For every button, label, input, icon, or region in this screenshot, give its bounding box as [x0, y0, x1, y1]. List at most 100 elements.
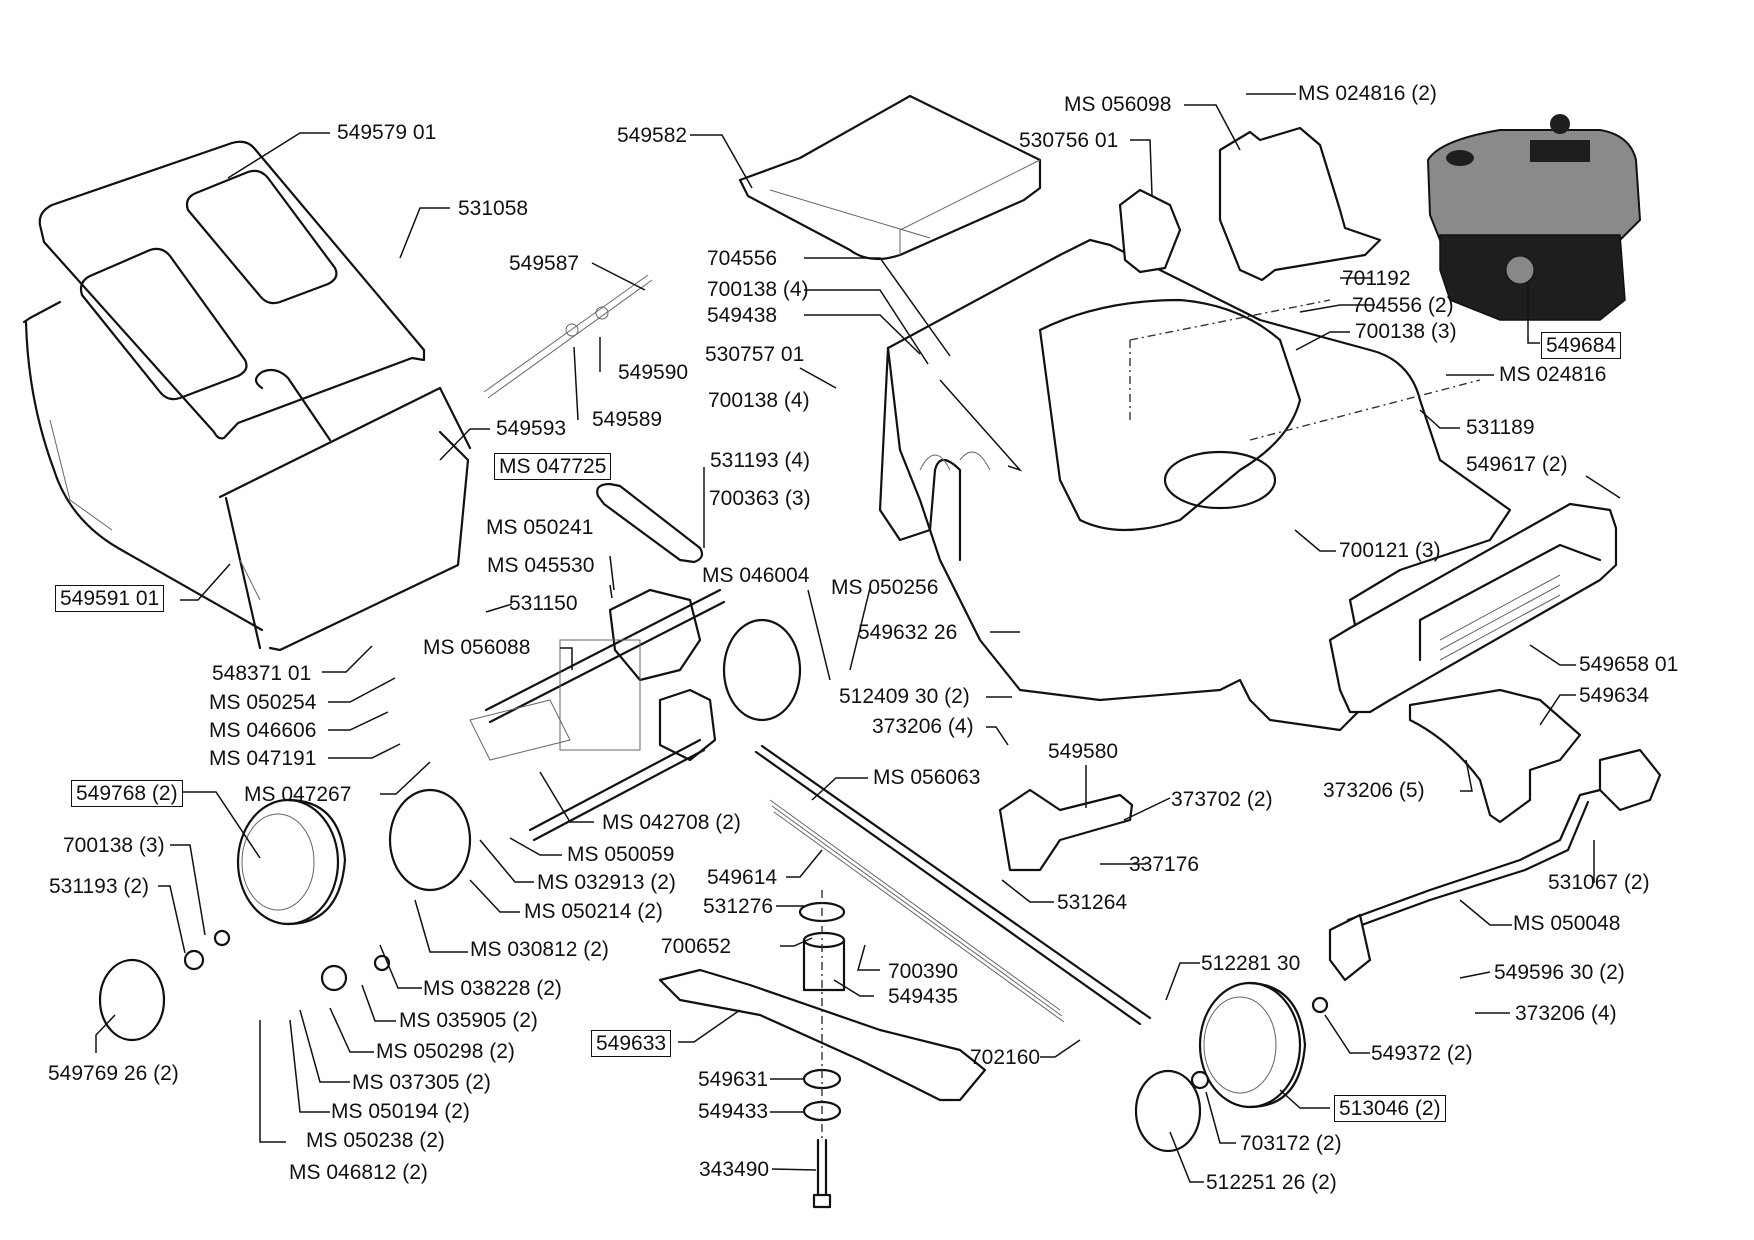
part-label-549596-30-2: 549596 30 (2) — [1494, 961, 1625, 984]
part-label-337176: 337176 — [1129, 853, 1200, 876]
part-label-ms-056088: MS 056088 — [423, 636, 531, 659]
part-label-531276: 531276 — [703, 895, 774, 918]
part-label-549768-2: 549768 (2) — [71, 780, 183, 807]
part-label-ms-050059: MS 050059 — [567, 843, 675, 866]
part-label-549614: 549614 — [707, 866, 778, 889]
part-label-373206-4a: 373206 (4) — [872, 715, 974, 738]
part-label-531264: 531264 — [1057, 891, 1128, 914]
part-label-700138-3a: 700138 (3) — [63, 834, 165, 857]
part-label-ms-047267: MS 047267 — [244, 783, 352, 806]
part-label-ms-030812-2: MS 030812 (2) — [470, 938, 609, 961]
part-label-549438: 549438 — [707, 304, 778, 327]
part-label-512251-26-2: 512251 26 (2) — [1206, 1171, 1337, 1194]
pivot-rod — [483, 274, 653, 399]
mulch-plug — [998, 788, 1134, 872]
part-label-700138-4a: 700138 (4) — [707, 278, 809, 301]
part-label-531193-2: 531193 (2) — [49, 875, 150, 898]
part-label-ms-050241: MS 050241 — [486, 516, 594, 539]
engine-shield — [1118, 126, 1382, 282]
part-label-700121-3: 700121 (3) — [1339, 539, 1441, 562]
part-label-ms-050194-2: MS 050194 (2) — [331, 1100, 470, 1123]
part-label-512281-30: 512281 30 — [1201, 952, 1301, 975]
part-label-ms-047725: MS 047725 — [494, 453, 612, 480]
part-label-ms-050238-2: MS 050238 (2) — [306, 1129, 445, 1152]
part-label-549591-01: 549591 01 — [55, 585, 165, 612]
part-label-549658-01: 549658 01 — [1579, 653, 1679, 676]
mower-deck — [878, 238, 1512, 732]
part-label-549587: 549587 — [509, 252, 580, 275]
catcher-bag — [22, 300, 472, 652]
part-label-ms-050048: MS 050048 — [1513, 912, 1621, 935]
part-label-549593: 549593 — [496, 417, 567, 440]
part-label-ms-047191: MS 047191 — [209, 747, 317, 770]
part-label-373702-2: 373702 (2) — [1171, 788, 1273, 811]
part-label-549580: 549580 — [1048, 740, 1119, 763]
part-label-549769-26-2: 549769 26 (2) — [48, 1062, 179, 1085]
part-label-700138-3b: 700138 (3) — [1355, 320, 1457, 343]
part-label-ms-024816-2: MS 024816 (2) — [1298, 82, 1437, 105]
part-label-512409-30-2: 512409 30 (2) — [839, 685, 970, 708]
part-label-ms-038228-2: MS 038228 (2) — [423, 977, 562, 1000]
part-label-ms-050298-2: MS 050298 (2) — [376, 1040, 515, 1063]
front-axle — [1328, 748, 1662, 982]
part-label-700390: 700390 — [888, 960, 959, 983]
part-label-548371-01: 548371 01 — [212, 662, 312, 685]
part-label-ms-045530: MS 045530 — [487, 554, 595, 577]
part-label-549633: 549633 — [591, 1030, 672, 1057]
part-label-ms-050214-2: MS 050214 (2) — [524, 900, 663, 923]
part-label-700363-3: 700363 (3) — [709, 487, 811, 510]
part-label-530756-01: 530756 01 — [1019, 129, 1119, 152]
part-label-ms-050254: MS 050254 — [209, 691, 317, 714]
part-label-373206-4b: 373206 (4) — [1515, 1002, 1617, 1025]
part-label-ms-024816: MS 024816 — [1499, 363, 1607, 386]
part-label-531189: 531189 — [1466, 416, 1535, 439]
part-label-549582: 549582 — [617, 124, 688, 147]
part-label-549631: 549631 — [698, 1068, 769, 1091]
wheel-disc-front — [528, 618, 802, 842]
part-label-ms-056063: MS 056063 — [873, 766, 981, 789]
catcher-lid — [38, 140, 426, 442]
part-label-704556: 704556 — [707, 247, 778, 270]
part-label-703172-2: 703172 (2) — [1240, 1132, 1342, 1155]
part-label-530757-01: 530757 01 — [705, 343, 805, 366]
part-label-ms-035905-2: MS 035905 (2) — [399, 1009, 538, 1032]
front-cover — [1328, 502, 1618, 714]
part-label-549634: 549634 — [1579, 684, 1650, 707]
part-label-531067-2: 531067 (2) — [1548, 871, 1650, 894]
part-label-549579-01: 549579 01 — [337, 121, 437, 144]
part-label-513046-2: 513046 (2) — [1334, 1095, 1446, 1122]
part-label-ms-056098: MS 056098 — [1064, 93, 1172, 116]
part-label-701192: 701192 — [1342, 267, 1411, 290]
part-label-700652: 700652 — [661, 935, 732, 958]
part-label-549433: 549433 — [698, 1100, 769, 1123]
drive-belt — [596, 482, 704, 564]
part-label-373206-5: 373206 (5) — [1323, 779, 1425, 802]
leader-lines — [95, 93, 1621, 1183]
part-label-ms-042708-2: MS 042708 (2) — [602, 811, 741, 834]
right-front-wheel — [1134, 981, 1329, 1153]
part-label-531193-4: 531193 (4) — [710, 449, 811, 472]
deflector-plate — [1408, 688, 1582, 824]
part-label-549590: 549590 — [618, 361, 689, 384]
part-label-549589: 549589 — [592, 408, 663, 431]
part-label-ms-037305-2: MS 037305 (2) — [352, 1071, 491, 1094]
part-label-549684: 549684 — [1541, 332, 1622, 359]
engine — [1426, 114, 1642, 321]
part-label-702160: 702160 — [970, 1046, 1041, 1069]
part-label-549372-2: 549372 (2) — [1371, 1042, 1473, 1065]
part-label-549435: 549435 — [888, 985, 959, 1008]
gearbox — [469, 588, 726, 761]
part-label-343490: 343490 — [699, 1158, 770, 1181]
part-label-549617-2: 549617 (2) — [1466, 453, 1568, 476]
cutter-bar — [754, 744, 1152, 1026]
part-label-ms-050256: MS 050256 — [831, 576, 939, 599]
part-label-531150: 531150 — [509, 592, 578, 615]
rear-flap — [738, 94, 1042, 261]
part-label-ms-032913-2: MS 032913 (2) — [537, 871, 676, 894]
part-label-549632-26: 549632 26 — [858, 621, 958, 644]
part-label-ms-046606: MS 046606 — [209, 719, 317, 742]
part-label-704556-2: 704556 (2) — [1352, 294, 1454, 317]
part-label-700138-4b: 700138 (4) — [708, 389, 810, 412]
part-label-ms-046812-2: MS 046812 (2) — [289, 1161, 428, 1184]
